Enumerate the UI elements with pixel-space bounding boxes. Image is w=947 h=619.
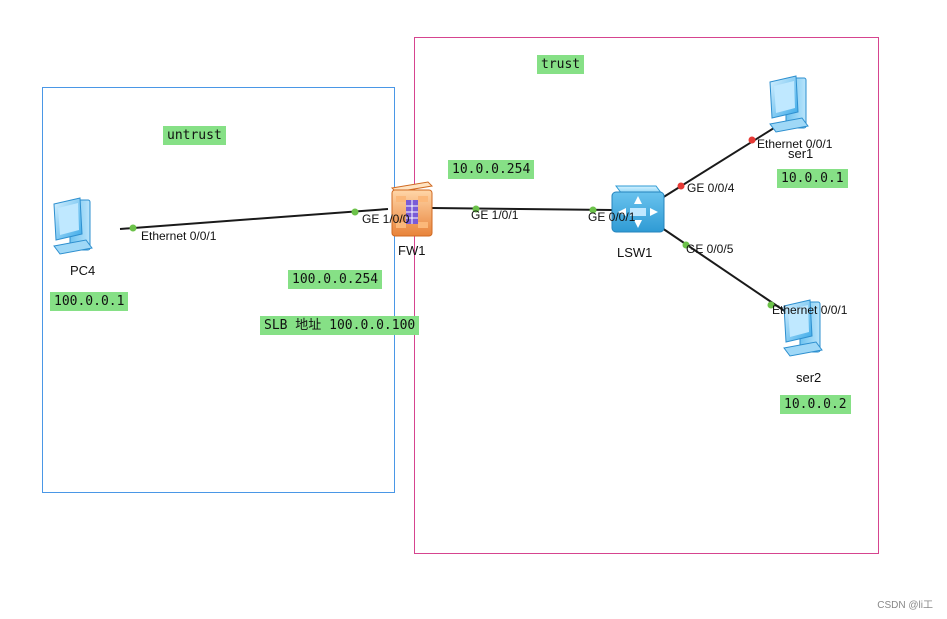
ser1-port-label: Ethernet 0/0/1 <box>757 137 833 151</box>
ser2-label: ser2 <box>796 370 822 385</box>
link-pc4-fw1 <box>119 208 389 230</box>
port-dot-lsw1-ge005 <box>682 241 690 249</box>
ser1-ip-tag: 10.0.0.1 <box>777 169 848 188</box>
slb-address-tag: SLB 地址 100.0.0.100 <box>260 316 420 335</box>
port-dot-ser2 <box>767 301 775 309</box>
ser1-icon[interactable] <box>769 75 809 133</box>
trust-zone-label: trust <box>537 55 585 74</box>
untrust-zone-label: untrust <box>163 126 226 145</box>
lsw1-ge004-label: GE 0/0/4 <box>687 181 735 195</box>
fw-trust-ip-tag: 10.0.0.254 <box>448 160 535 179</box>
lsw1-icon[interactable] <box>611 185 665 233</box>
lsw1-label: LSW1 <box>617 245 653 260</box>
port-dot-pc4 <box>129 224 137 232</box>
fw1-ge101-label: GE 1/0/1 <box>471 208 519 222</box>
port-dot-lsw1-ge004 <box>677 182 685 190</box>
pc4-port-label: Ethernet 0/0/1 <box>141 229 217 243</box>
ser1-label: ser1 <box>788 146 814 161</box>
port-dot-lsw1-ge001 <box>589 206 597 214</box>
fw1-ge100-label: GE 1/0/0 <box>362 212 410 226</box>
lsw1-ge001-label: GE 0/0/1 <box>588 210 636 224</box>
ser2-icon[interactable] <box>783 299 823 357</box>
watermark: CSDN @li工 <box>877 600 933 611</box>
fw-untrust-ip-tag: 100.0.0.254 <box>288 270 383 289</box>
trust-zone-box <box>414 37 879 554</box>
fw1-icon[interactable] <box>390 181 434 237</box>
pc4-ip-tag: 100.0.0.1 <box>50 292 129 311</box>
pc4-icon[interactable] <box>53 197 93 255</box>
port-dot-fw1-ge100 <box>351 208 359 216</box>
fw1-label: FW1 <box>398 243 426 258</box>
port-dot-ser1 <box>748 136 756 144</box>
lsw1-ge005-label: GE 0/0/5 <box>686 242 734 256</box>
untrust-zone-box <box>42 87 395 493</box>
port-dot-fw1-ge101 <box>472 205 480 213</box>
link-lsw1-ser2 <box>661 227 787 313</box>
ser2-ip-tag: 10.0.0.2 <box>780 395 851 414</box>
link-fw1-lsw1 <box>431 207 613 211</box>
ser2-port-label: Ethernet 0/0/1 <box>772 303 848 317</box>
pc4-label: PC4 <box>70 263 96 278</box>
